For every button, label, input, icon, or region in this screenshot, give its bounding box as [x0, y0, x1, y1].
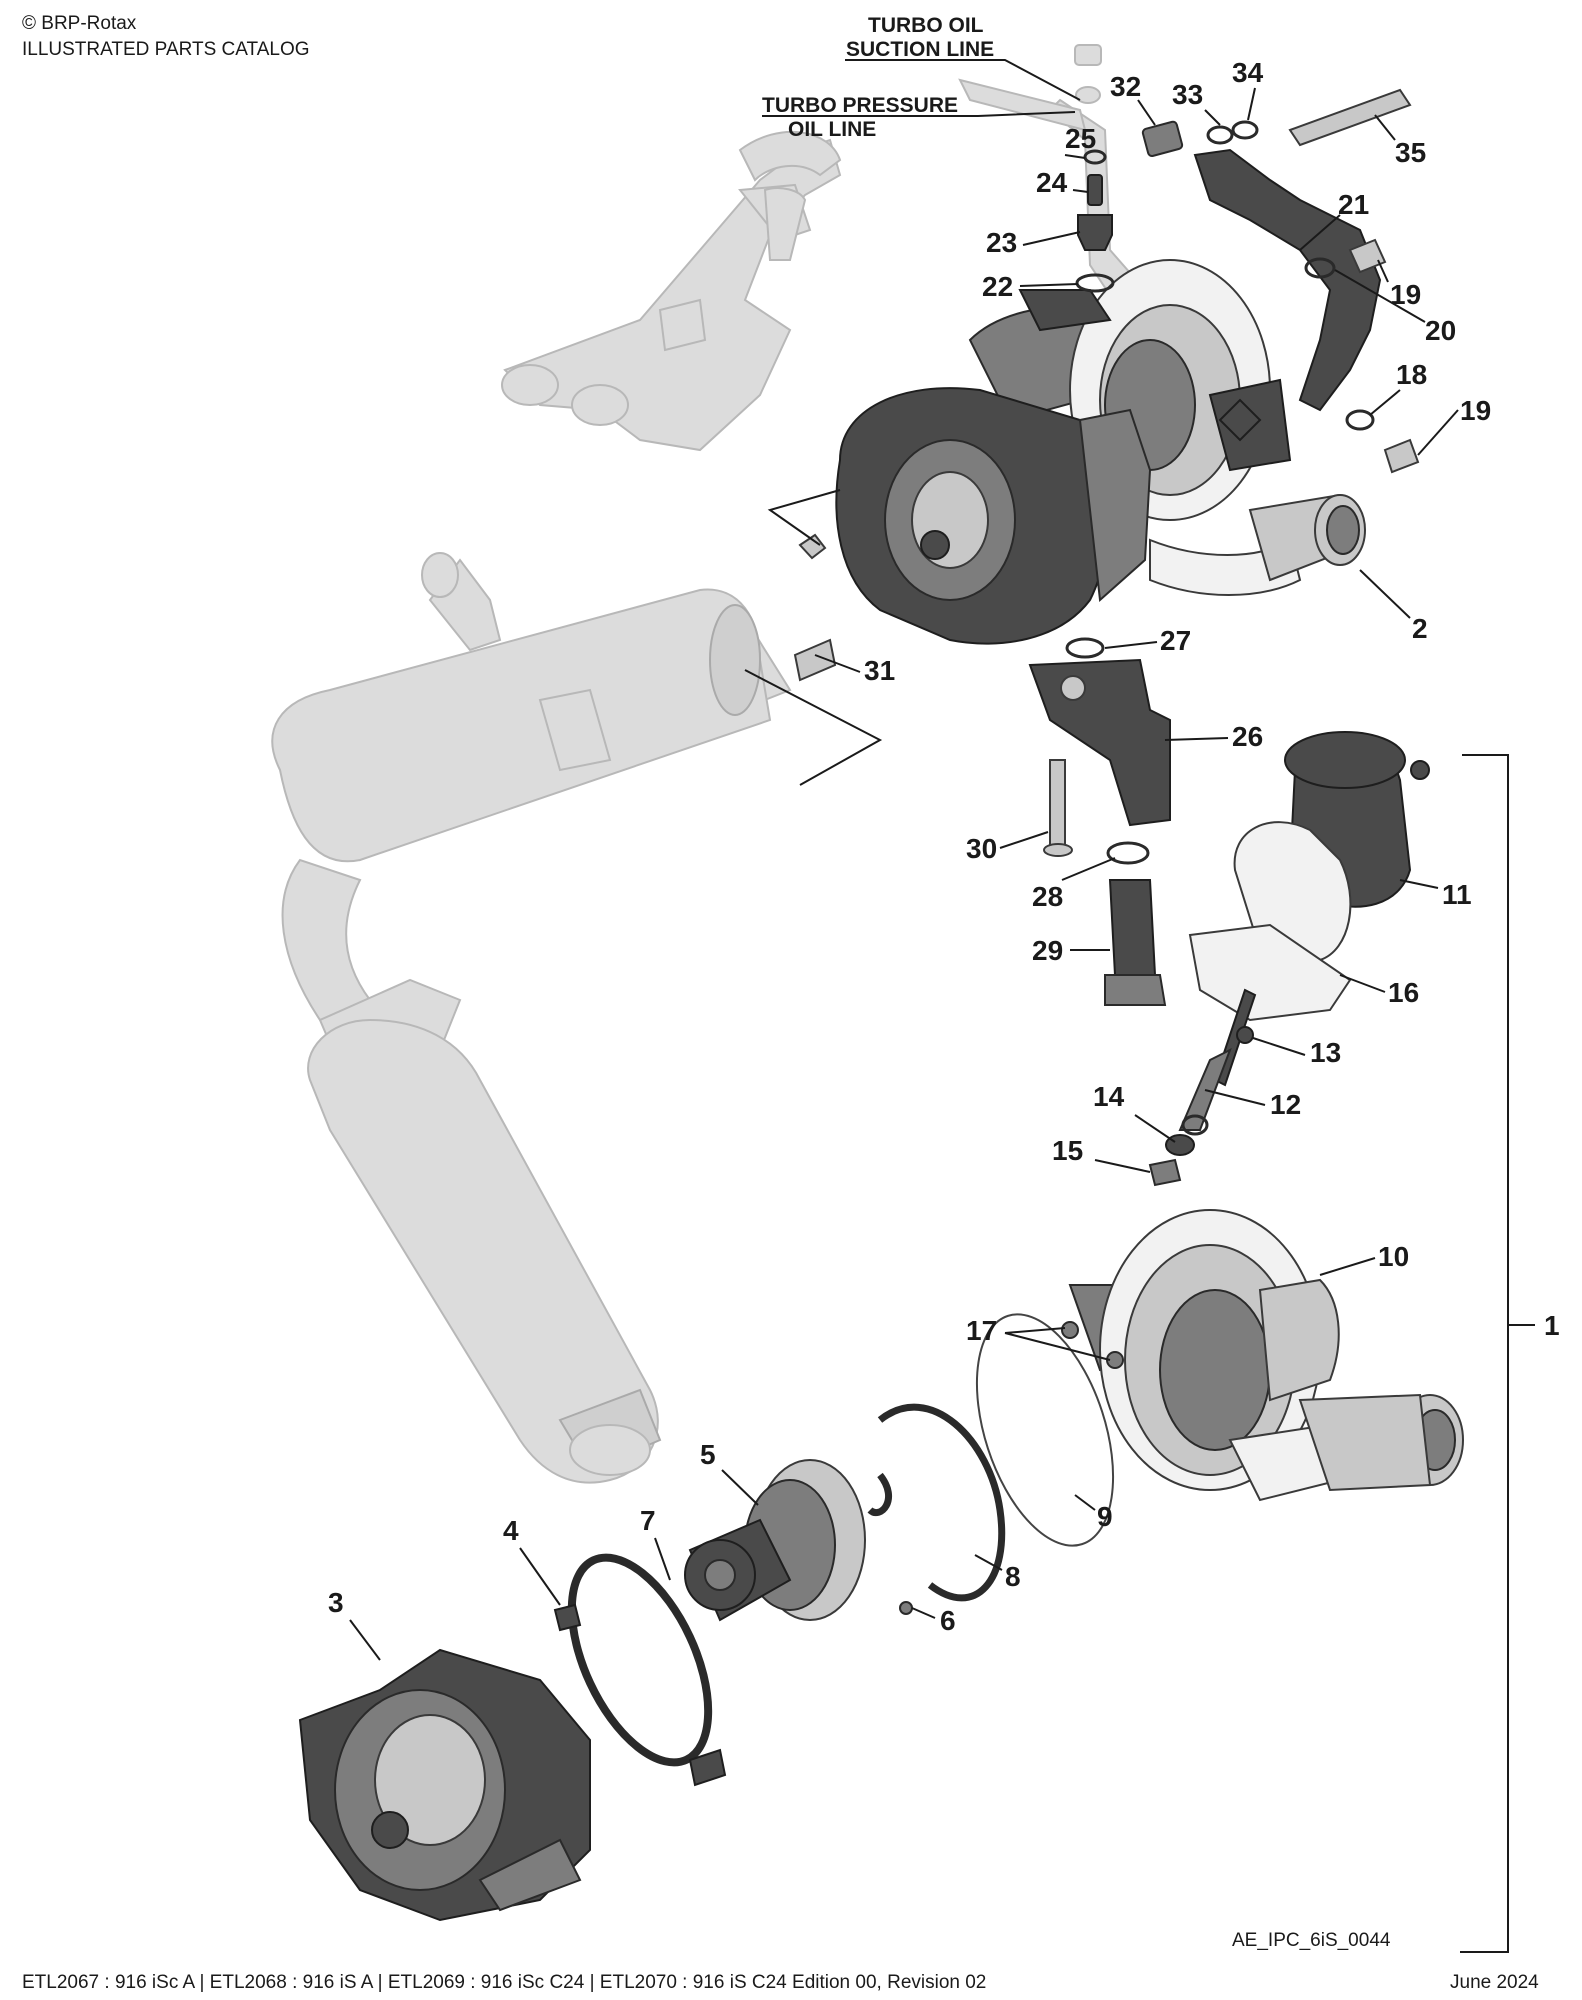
exhaust-manifold-ghost — [501, 130, 842, 452]
callout-18: 18 — [1396, 359, 1427, 390]
callout-31: 31 — [864, 655, 895, 686]
callout-17: 17 — [966, 1315, 997, 1346]
callout-14: 14 — [1093, 1081, 1125, 1112]
callout-27: 27 — [1160, 625, 1191, 656]
catalog-title: ILLUSTRATED PARTS CATALOG — [22, 39, 310, 60]
callout-5: 5 — [700, 1439, 716, 1470]
callout-26: 26 — [1232, 721, 1263, 752]
callout-19b: 19 — [1460, 395, 1491, 426]
oil-fitting-stack — [1075, 149, 1115, 293]
callout-25: 25 — [1065, 123, 1096, 154]
callout-10: 10 — [1378, 1241, 1409, 1272]
compressor-housing — [1061, 1209, 1464, 1502]
callout-16: 16 — [1388, 977, 1419, 1008]
callout-1: 1 — [1544, 1310, 1560, 1341]
callout-24: 24 — [1036, 167, 1068, 198]
callout-7: 7 — [640, 1505, 656, 1536]
footer-date: June 2024 — [1450, 1972, 1539, 1993]
wastegate-parts — [793, 533, 1171, 1006]
callout-9: 9 — [1097, 1501, 1113, 1532]
turbocharger-assembly — [835, 259, 1366, 645]
callout-6: 6 — [940, 1605, 956, 1636]
callout-12: 12 — [1270, 1089, 1301, 1120]
callout-2: 2 — [1412, 613, 1428, 644]
muffler-ghost — [271, 552, 792, 1484]
callout-4: 4 — [503, 1515, 519, 1546]
center-housing-rotating-assembly — [684, 1459, 913, 1622]
copyright-text: © BRP-Rotax — [22, 13, 137, 34]
callout-21: 21 — [1338, 189, 1369, 220]
v-band-clamp — [553, 1553, 727, 1787]
callout-28: 28 — [1032, 881, 1063, 912]
callout-15: 15 — [1052, 1135, 1083, 1166]
label-turbo-pressure: TURBO PRESSURE — [762, 94, 958, 117]
label-oil-line: OIL LINE — [788, 118, 876, 141]
turbine-housing — [298, 1648, 591, 1922]
callout-13: 13 — [1310, 1037, 1341, 1068]
callout-11: 11 — [1442, 879, 1472, 910]
callout-22: 22 — [982, 271, 1013, 302]
callout-34: 34 — [1232, 57, 1264, 88]
label-turbo-oil: TURBO OIL — [868, 14, 984, 37]
callout-8: 8 — [1005, 1561, 1021, 1592]
label-suction-line: SUCTION LINE — [846, 38, 994, 61]
callout-35: 35 — [1395, 137, 1426, 168]
callout-30: 30 — [966, 833, 997, 864]
bracket-hardware — [1141, 88, 1420, 474]
callout-20: 20 — [1425, 315, 1456, 346]
callout-23: 23 — [986, 227, 1017, 258]
o-ring-9 — [975, 1313, 1115, 1547]
figure-id: AE_IPC_6iS_0044 — [1232, 1930, 1391, 1951]
retaining-ring-8 — [867, 1403, 1006, 1602]
callout-33: 33 — [1172, 79, 1203, 110]
callout-32: 32 — [1110, 71, 1141, 102]
footer-applicability: ETL2067 : 916 iSc A | ETL2068 : 916 iS A… — [22, 1972, 987, 1993]
callout-29: 29 — [1032, 935, 1063, 966]
callout-3: 3 — [328, 1587, 344, 1618]
